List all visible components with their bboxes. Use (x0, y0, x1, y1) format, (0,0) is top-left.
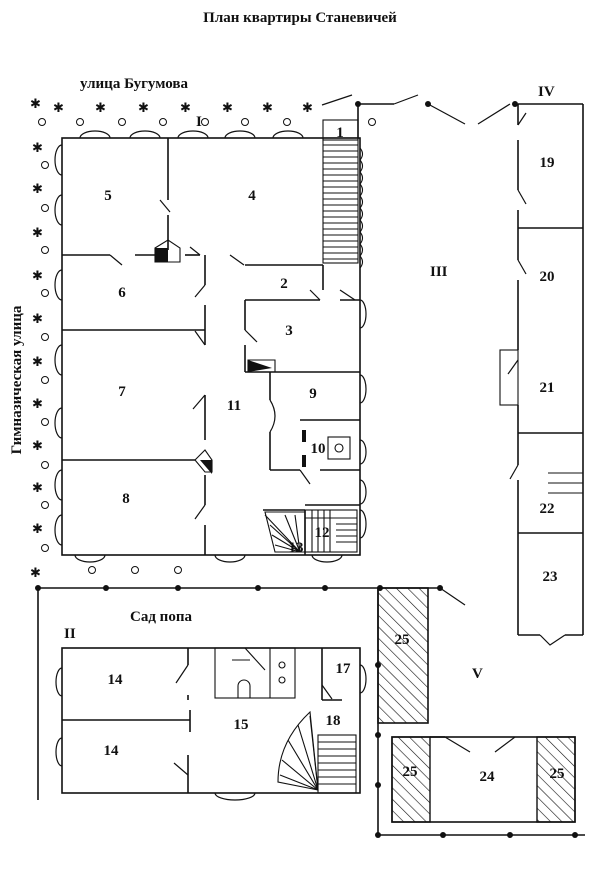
room-label: 22 (540, 501, 555, 517)
courtyard-gates (321, 94, 518, 138)
room-label: 15 (234, 717, 249, 733)
tree-symbol: ✱ (32, 481, 43, 496)
room-label: 1 (336, 125, 344, 141)
room-label: 24 (480, 769, 496, 785)
tree-row-south (88, 566, 182, 574)
room-label: 25 (403, 764, 418, 780)
room-label: 17 (336, 661, 352, 677)
tree-symbol: ✱ (30, 97, 41, 112)
main-house (54, 130, 367, 563)
room-label: 3 (285, 323, 293, 339)
tree-symbol: ✱ (32, 439, 43, 454)
room-label: 18 (326, 713, 341, 729)
room-label: 23 (543, 569, 558, 585)
hatched-shed (377, 587, 429, 724)
room-label: 6 (118, 285, 126, 301)
room-label: 19 (540, 155, 555, 171)
room-label: 9 (309, 386, 317, 402)
room-labels: 1 2 3 4 5 6 7 8 9 10 11 12 13 14 14 15 1… (104, 125, 565, 785)
tree-symbol: ✱ (138, 101, 149, 116)
staircase (322, 119, 359, 264)
tree-symbol: ✱ (32, 355, 43, 370)
outbuilding-ii (55, 647, 367, 801)
section-label-v: V (472, 666, 483, 682)
room-label: 25 (550, 766, 565, 782)
area-v (375, 587, 585, 838)
room-label: 10 (311, 441, 326, 457)
tree-symbol: ✱ (32, 269, 43, 284)
room-label: 25 (395, 632, 410, 648)
room-label: 13 (289, 540, 304, 556)
tree-symbol: ✱ (30, 566, 41, 581)
tree-row-west: ✱ ✱ ✱ ✱ ✱ ✱ ✱ ✱ ✱ ✱ ✱ (30, 141, 49, 581)
room-label: 20 (540, 269, 555, 285)
room-label: 14 (108, 672, 124, 688)
hatched-shed (391, 736, 431, 823)
room-label: 11 (227, 398, 241, 414)
tree-symbol: ✱ (262, 101, 273, 116)
room-label: 5 (104, 188, 112, 204)
room-label: 2 (280, 276, 288, 292)
section-label-i: I (196, 114, 202, 130)
room-label: 14 (104, 743, 120, 759)
room-label: 8 (122, 491, 130, 507)
tree-symbol: ✱ (53, 101, 64, 116)
tree-symbol: ✱ (32, 397, 43, 412)
tree-symbol: ✱ (222, 101, 233, 116)
section-label-ii: II (64, 626, 76, 642)
tree-symbol: ✱ (95, 101, 106, 116)
outbuilding-iv (499, 103, 584, 646)
garden-label: Сад попа (130, 609, 192, 625)
fence-posts-north (38, 118, 376, 126)
room-label: 12 (315, 525, 330, 541)
section-label-iii: III (430, 264, 448, 280)
street-west-label: Гимназическая улица (9, 305, 25, 454)
tree-symbol: ✱ (32, 182, 43, 197)
tree-symbol: ✱ (302, 101, 313, 116)
room-label: 7 (118, 384, 126, 400)
tree-symbol: ✱ (32, 312, 43, 327)
staircase (264, 509, 358, 553)
street-north-label: улица Бугумова (80, 76, 188, 92)
tree-symbol: ✱ (180, 101, 191, 116)
tree-symbol: ✱ (32, 226, 43, 241)
tree-symbol: ✱ (32, 141, 43, 156)
section-label-iv: IV (538, 84, 555, 100)
plan-title: План квартиры Станевичей (203, 10, 397, 26)
room-label: 4 (248, 188, 256, 204)
tree-row-north: ✱ ✱ ✱ ✱ ✱ ✱ ✱ ✱ (30, 97, 313, 116)
stove (327, 436, 351, 460)
room-label: 21 (540, 380, 555, 396)
hatched-shed (536, 736, 576, 823)
tree-symbol: ✱ (32, 522, 43, 537)
